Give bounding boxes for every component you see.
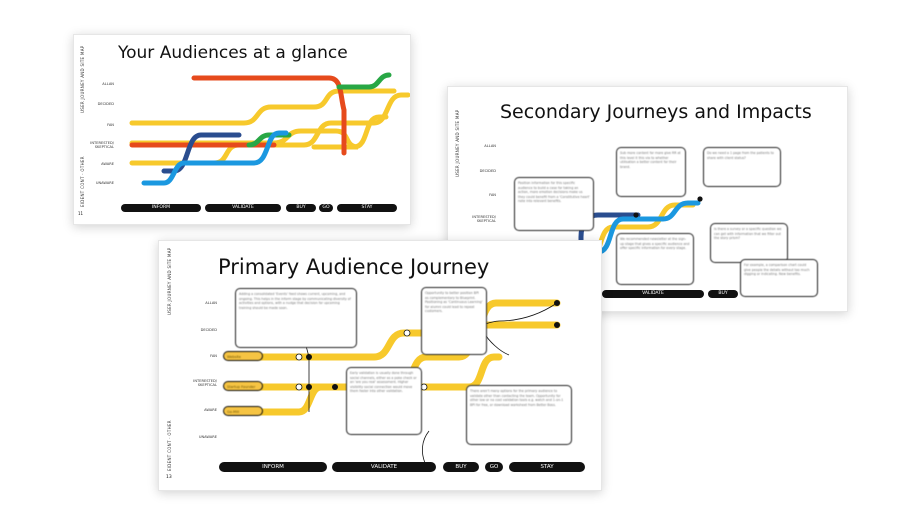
journey-node — [633, 212, 639, 218]
phase-pill-stay[interactable]: STAY — [509, 462, 585, 472]
annotation-note: For example, a comparison chart could gi… — [740, 259, 818, 297]
blue-journey-line — [141, 130, 289, 186]
slide-title: Secondary Journeys and Impacts — [500, 101, 812, 123]
annotation-note: Early validation is usually done through… — [346, 367, 422, 435]
phase-pill-buy[interactable]: BUY — [443, 462, 479, 472]
stage-label: AWARE — [204, 408, 217, 412]
phase-pill-go[interactable]: GO — [485, 462, 503, 472]
journey-node-empty — [295, 353, 303, 361]
stage-label: AWARE — [101, 162, 114, 166]
annotation-note: Sub more content for more give RR at thi… — [616, 147, 686, 197]
yellow-journey-line — [255, 383, 345, 416]
green-journey-line — [336, 72, 392, 90]
journey-node-empty — [295, 383, 303, 391]
yellow-journey-line — [129, 88, 397, 126]
stage-label: FAN — [489, 193, 496, 197]
stage-label: INTERESTED/ SKEPTICAL — [193, 379, 217, 387]
annotation-note: Adding a consolidated 'Events' feed show… — [235, 288, 357, 348]
audience-tag: Go-Mill — [223, 406, 263, 416]
yellow-journey-line — [129, 92, 410, 166]
yellow-journey-line — [415, 353, 503, 391]
stage-label: INTERESTED/ SKEPTICAL — [90, 141, 114, 149]
phase-pill-validate[interactable]: VALIDATE — [332, 462, 436, 472]
stage-label: FAN — [210, 354, 217, 358]
stage-label: DECIDED — [200, 328, 217, 332]
journey-node — [554, 322, 560, 328]
journey-node — [554, 300, 560, 306]
journey-lines — [255, 299, 561, 464]
phase-pill-stay[interactable]: STAY — [337, 204, 397, 212]
journey-node — [306, 384, 312, 390]
journey-node — [332, 384, 338, 390]
stage-label: ALLAN — [484, 144, 496, 148]
stage-label: DECIDED — [97, 102, 114, 106]
audience-tag: Startup Founder — [223, 381, 263, 391]
annotation-note: Do we need a 1 page from the patients to… — [703, 147, 781, 187]
stage-label: UNAWARE — [95, 181, 114, 185]
annotation-note: We recommended newsletter at the sign-up… — [616, 233, 694, 285]
stage-label: FAN — [107, 123, 114, 127]
slide-audiences-at-a-glance[interactable]: Your Audiences at a glance USER JOURNEY … — [73, 34, 411, 225]
green-journey-line — [246, 132, 292, 148]
annotation-note: There aren't many options for the primar… — [466, 385, 572, 445]
journey-node — [306, 354, 312, 360]
blue-journey-line — [595, 200, 701, 255]
phase-pill-buy[interactable]: BUY — [708, 290, 738, 298]
journey-node-empty — [403, 329, 411, 337]
phase-pill-validate[interactable]: VALIDATE — [205, 204, 281, 212]
stage-label: DECIDED — [479, 169, 496, 173]
audience-tag: Website — [223, 351, 263, 361]
stage-label: INTERESTED/ SKEPTICAL — [472, 215, 496, 223]
slide-title: Your Audiences at a glance — [118, 43, 348, 63]
phase-pill-validate[interactable]: VALIDATE — [602, 290, 704, 298]
slide-primary-audience-journey[interactable]: Primary Audience Journey USER JOURNEY AN… — [158, 240, 602, 491]
phase-pill-inform[interactable]: INFORM — [219, 462, 327, 472]
annotation-note: Opportunity to better position BPI as co… — [421, 287, 487, 355]
journey-lines — [129, 72, 410, 186]
journey-node — [697, 196, 703, 202]
phase-pill-inform[interactable]: INFORM — [121, 204, 201, 212]
phase-pill-buy[interactable]: BUY — [286, 204, 316, 212]
page-number: 11 — [78, 211, 84, 216]
stage-label: UNAWARE — [198, 435, 217, 439]
stage-label: ALLAN — [102, 82, 114, 86]
stage-label: ALLAN — [205, 301, 217, 305]
phase-pill-go[interactable]: GO — [319, 204, 333, 212]
annotation-note: Position information for this specific a… — [514, 177, 594, 231]
yellow-journey-line — [311, 114, 389, 150]
page-number: 13 — [166, 475, 172, 480]
slide-title: Primary Audience Journey — [218, 255, 490, 279]
annotation-note: Is there a survey or a specific question… — [710, 223, 788, 263]
